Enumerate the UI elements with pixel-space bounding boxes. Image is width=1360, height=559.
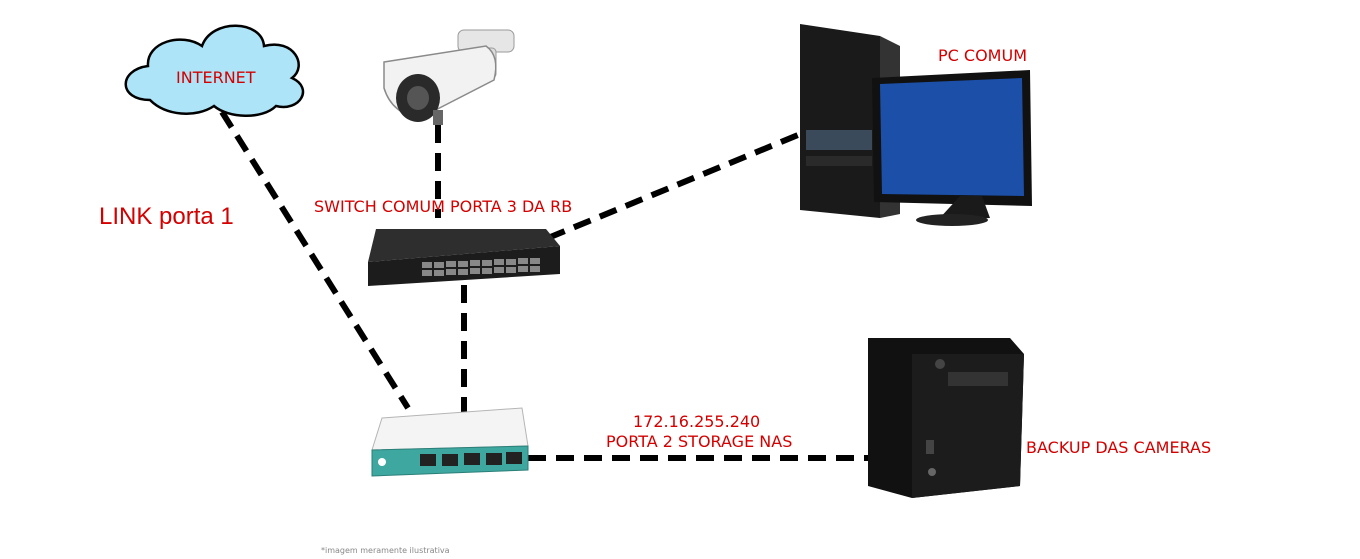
internet-cloud-icon [124, 24, 305, 117]
nas-port-label: PORTA 2 STORAGE NAS [606, 432, 793, 451]
internet-to-router-link [219, 110, 411, 410]
footnote: *imagem meramente ilustrativa [321, 546, 450, 555]
nas-ip-label: 172.16.255.240 [633, 412, 761, 431]
security-camera-icon [383, 29, 515, 125]
switch-to-pc-link [546, 132, 800, 241]
network-switch-icon [368, 229, 560, 286]
link-port-label: LINK porta 1 [99, 203, 234, 230]
pc-label: PC COMUM [938, 46, 1027, 65]
switch-label: SWITCH COMUM PORTA 3 DA RB [314, 197, 573, 216]
internet-label: INTERNET [176, 68, 256, 87]
desktop-pc-icon [800, 24, 1032, 226]
router-icon [371, 407, 529, 477]
backup-label: BACKUP DAS CAMERAS [1026, 438, 1212, 457]
nas-storage-icon [868, 338, 1024, 498]
